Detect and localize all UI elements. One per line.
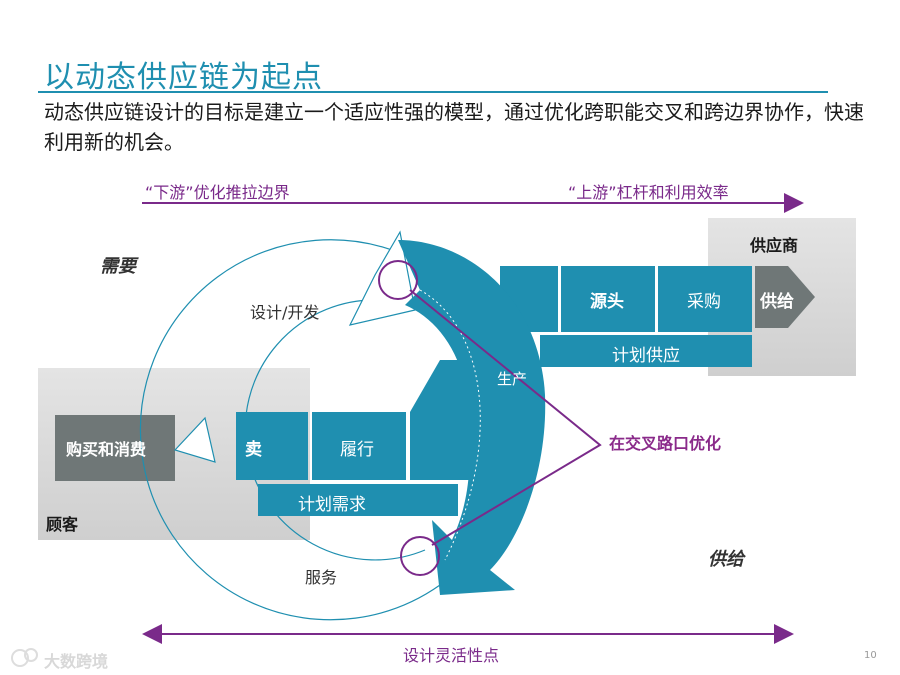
sell-label: 卖: [245, 440, 262, 460]
fulfill-block: [312, 412, 406, 480]
plan-demand-block: [258, 484, 458, 516]
plan-supply-label: 计划供应: [612, 346, 680, 366]
watermark-icon-2: [24, 648, 38, 662]
purchase-consume-label: 购买和消费: [66, 440, 147, 459]
dashed-guide: [419, 289, 481, 561]
purchase-block: [658, 266, 752, 332]
source-block: [561, 266, 655, 332]
crossroad-circle-top: [378, 260, 418, 300]
service-label: 服务: [305, 568, 338, 587]
upstream-label: “上游”杠杆和利用效率: [568, 183, 729, 202]
demand-label: 需要: [100, 256, 136, 277]
service-arrow-head: [173, 416, 216, 463]
crossroad-lines: [409, 289, 602, 546]
purchase-label: 采购: [687, 292, 721, 312]
fulfill-label: 履行: [340, 440, 374, 460]
sell-block: [236, 412, 308, 480]
watermark-text: 大数跨境: [44, 652, 109, 671]
production-label: 生产: [497, 370, 528, 388]
source-label: 源头: [590, 292, 624, 312]
outer-ring: [139, 239, 441, 621]
watermark-icon: [11, 649, 29, 667]
supplier-label: 供应商: [750, 236, 799, 255]
page-subtitle: 动态供应链设计的目标是建立一个适应性强的模型，通过优化跨职能交叉和跨边界协作，快…: [44, 100, 864, 154]
crossroad-label: 在交叉路口优化: [608, 434, 721, 453]
purchase-consume-bar: [55, 415, 175, 481]
plan-demand-label: 计划需求: [298, 495, 366, 515]
production-arrow: [398, 240, 546, 595]
supply-arrow: [755, 266, 815, 328]
customer-label: 顾客: [46, 515, 79, 534]
plan-supply-block: [540, 335, 752, 367]
supply-corner-label: 供给: [708, 549, 744, 570]
design-label: 设计/开发: [250, 303, 320, 322]
flex-point-label: 设计灵活性点: [403, 646, 500, 665]
supply-arrow-label: 供给: [760, 292, 794, 312]
downstream-label: “下游”优化推拉边界: [145, 183, 290, 202]
page-title: 以动态供应链为起点: [44, 60, 323, 95]
page-number: 10: [864, 650, 877, 661]
crossroad-circle-bottom: [400, 536, 440, 576]
production-connector: [410, 360, 470, 480]
title-underline: [38, 91, 828, 93]
